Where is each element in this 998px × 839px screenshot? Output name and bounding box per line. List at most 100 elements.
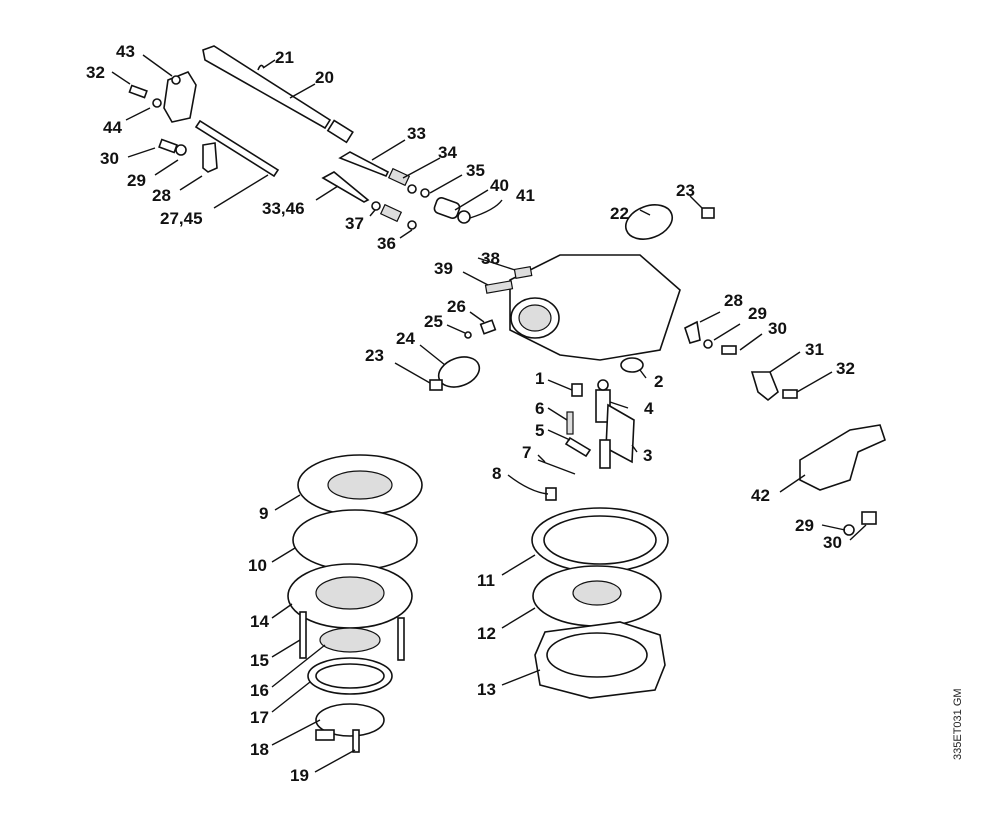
ring-41 xyxy=(457,210,471,224)
screw-30 xyxy=(158,138,178,154)
part-label: 29 xyxy=(748,304,767,323)
screw-30c xyxy=(861,511,877,525)
part-label: 30 xyxy=(768,319,787,338)
part-label: 2 xyxy=(654,372,663,391)
spring-6 xyxy=(566,411,574,435)
part-label: 33 xyxy=(407,124,426,143)
washer-44 xyxy=(152,98,162,108)
screw-19 xyxy=(352,729,360,753)
washer-29b xyxy=(703,339,713,349)
screw-30b xyxy=(721,345,737,355)
part-label: 23 xyxy=(365,346,384,365)
throttle-plate-22 xyxy=(624,204,674,240)
screw-32 xyxy=(128,84,148,99)
screw-23b xyxy=(429,379,443,391)
part-label: 9 xyxy=(259,504,268,523)
choke-shaft xyxy=(194,119,280,178)
screw-15 xyxy=(299,611,307,659)
part-label: 18 xyxy=(250,740,269,759)
part-label: 41 xyxy=(516,186,535,205)
ring xyxy=(407,220,417,230)
lever-28b xyxy=(684,320,701,344)
part-label: 13 xyxy=(477,680,496,699)
part-label: 21 xyxy=(275,48,294,67)
spring-34 xyxy=(387,167,411,187)
gasket-17-inner xyxy=(315,663,385,689)
diaphragm-10 xyxy=(292,509,418,571)
drawing-code: 335ET031 GM xyxy=(952,688,964,760)
washer-29 xyxy=(175,144,187,156)
part-label: 29 xyxy=(127,171,146,190)
part-label: 32 xyxy=(836,359,855,378)
lever-pin xyxy=(171,75,181,85)
ring-35 xyxy=(420,188,430,198)
part-label: 40 xyxy=(490,176,509,195)
lever-28 xyxy=(202,142,218,173)
cover-18 xyxy=(315,703,385,737)
part-label: 4 xyxy=(644,399,654,418)
pin-7 xyxy=(537,459,576,475)
part-label: 17 xyxy=(250,708,269,727)
part-label: 44 xyxy=(103,118,122,137)
gasket-3 xyxy=(605,403,635,464)
ball-25 xyxy=(464,331,472,339)
part-label: 34 xyxy=(438,143,457,162)
plug-40 xyxy=(433,196,461,220)
part-label: 6 xyxy=(535,399,544,418)
part-labels: 43 32 44 21 20 30 29 28 27,45 33 34 35 4… xyxy=(86,42,855,785)
part-label: 3 xyxy=(643,446,652,465)
part-label: 30 xyxy=(100,149,119,168)
part-label: 24 xyxy=(396,329,415,348)
part-label: 14 xyxy=(250,612,269,631)
part-label: 43 xyxy=(116,42,135,61)
bracket-42 xyxy=(799,424,886,491)
part-label: 12 xyxy=(477,624,496,643)
part-label: 26 xyxy=(447,297,466,316)
washer-29c xyxy=(843,524,855,536)
metering-cover-face xyxy=(546,632,648,678)
gasket-11-inner xyxy=(543,515,657,565)
part-label: 5 xyxy=(535,421,544,440)
throttle-shaft xyxy=(202,45,332,130)
part-label: 8 xyxy=(492,464,501,483)
part-label: 23 xyxy=(676,181,695,200)
screw-23 xyxy=(701,207,715,219)
part-label: 27,45 xyxy=(160,209,203,228)
ring-4 xyxy=(597,379,609,391)
needle-33-46 xyxy=(321,171,370,203)
part-label: 39 xyxy=(434,259,453,278)
bracket-31 xyxy=(750,371,779,402)
plug-2 xyxy=(620,357,644,373)
spring-38 xyxy=(513,265,533,280)
part-label: 35 xyxy=(466,161,485,180)
part-label: 11 xyxy=(477,571,495,590)
spring-36 xyxy=(379,203,403,223)
part-label: 28 xyxy=(152,186,171,205)
part-label: 10 xyxy=(248,556,267,575)
part-label: 42 xyxy=(751,486,770,505)
part-label: 20 xyxy=(315,68,334,87)
screen-16 xyxy=(319,627,381,653)
part-label: 19 xyxy=(290,766,309,785)
part-label: 7 xyxy=(522,443,531,462)
fitting xyxy=(315,729,335,741)
needle-part xyxy=(599,439,611,469)
part-label: 1 xyxy=(535,369,544,388)
shaft-sleeve xyxy=(326,119,354,144)
parts-drawing xyxy=(128,45,886,753)
part-label: 38 xyxy=(481,249,500,268)
part-label: 37 xyxy=(345,214,364,233)
part-label: 32 xyxy=(86,63,105,82)
part-1 xyxy=(571,383,583,397)
washer-37 xyxy=(371,201,381,211)
washer xyxy=(407,184,417,194)
gasket-9-cutout xyxy=(327,470,393,500)
screw-39 xyxy=(484,280,514,294)
leader-lines xyxy=(111,54,867,773)
part-label: 16 xyxy=(250,681,269,700)
lever-5 xyxy=(564,436,592,458)
part-label: 31 xyxy=(805,340,824,359)
part-label: 28 xyxy=(724,291,743,310)
bore-inner xyxy=(518,304,552,332)
